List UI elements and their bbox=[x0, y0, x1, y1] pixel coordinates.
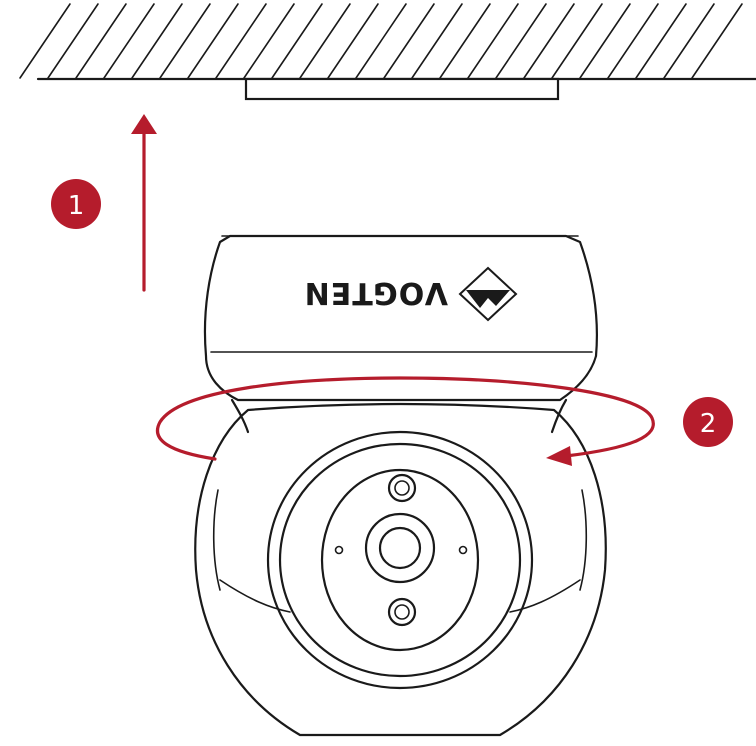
sensor-right bbox=[458, 545, 468, 555]
camera bbox=[194, 234, 607, 737]
hatch-line bbox=[523, 3, 575, 79]
ir-led-top bbox=[387, 473, 417, 503]
step-2-badge: 2 bbox=[683, 397, 733, 447]
camera-base bbox=[203, 234, 598, 402]
hatch-line bbox=[579, 3, 631, 79]
ir-led-bottom bbox=[387, 597, 417, 627]
lens-bezel-outer bbox=[266, 430, 534, 690]
sensor-left bbox=[334, 545, 344, 555]
hatch-line bbox=[103, 3, 155, 79]
hatch-line bbox=[243, 3, 295, 79]
hatch-line bbox=[159, 3, 211, 79]
hatch-line bbox=[355, 3, 407, 79]
hatch-line bbox=[607, 3, 659, 79]
hatch-line bbox=[383, 3, 435, 79]
brand-name: VOGTEN bbox=[304, 275, 448, 310]
hatch-line bbox=[411, 3, 463, 79]
lens-plate bbox=[320, 468, 480, 652]
step-1-number: 1 bbox=[68, 191, 85, 221]
mountain-logo-icon bbox=[458, 266, 518, 322]
main-lens bbox=[364, 512, 436, 584]
hatch-line bbox=[551, 3, 603, 79]
hatch-line bbox=[19, 3, 71, 79]
lens-bezel-inner bbox=[278, 442, 522, 678]
hatch-line bbox=[691, 3, 743, 79]
brand-mark: VOGTEN bbox=[304, 266, 518, 322]
ceiling bbox=[19, 3, 756, 101]
hatch-line bbox=[75, 3, 127, 79]
hatch-line bbox=[635, 3, 687, 79]
hatch-line bbox=[663, 3, 715, 79]
camera-head bbox=[194, 402, 607, 737]
hatch-line bbox=[131, 3, 183, 79]
hatch-line bbox=[47, 3, 99, 79]
hatch-line bbox=[495, 3, 547, 79]
hatch-line bbox=[215, 3, 267, 79]
mounting-plate bbox=[244, 77, 560, 101]
hatch-line bbox=[271, 3, 323, 79]
ceiling-hatching bbox=[19, 3, 743, 79]
hatch-line bbox=[439, 3, 491, 79]
hatch-line bbox=[467, 3, 519, 79]
hatch-line bbox=[327, 3, 379, 79]
hatch-line bbox=[187, 3, 239, 79]
step-1-badge: 1 bbox=[51, 179, 101, 229]
step-2-arrow bbox=[155, 376, 655, 466]
hatch-line bbox=[299, 3, 351, 79]
step-2-number: 2 bbox=[700, 409, 717, 439]
step-1-arrow bbox=[131, 114, 157, 292]
